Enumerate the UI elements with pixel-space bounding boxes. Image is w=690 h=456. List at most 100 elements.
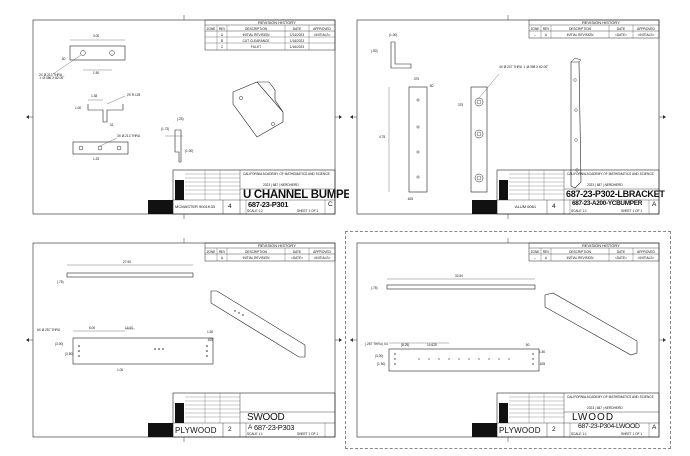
revision-letter: A <box>652 424 657 431</box>
material-label: ALUM 6061 <box>515 204 537 209</box>
scale-label: SCALE 1:1 <box>571 208 587 213</box>
dim-label: .375 <box>413 77 420 81</box>
dim-label: (1.73) <box>161 127 170 131</box>
drawing-title: SWOOD <box>247 412 285 423</box>
dim-label: 4.75 <box>379 135 386 139</box>
rev-table-header: REVISION HISTORY <box>582 20 620 25</box>
scale-label: SCALE 1:2 <box>247 208 263 213</box>
sheet-frame-graphics <box>350 238 666 442</box>
rev-col-rev: REV <box>218 26 226 31</box>
rev-table-header: REVISION HISTORY <box>258 243 296 248</box>
rev-table-row: B CUT CLEARANCE 1/16/2023 <box>220 38 305 43</box>
drawing-title: LWOOD <box>572 412 615 423</box>
sheet-number: 2 <box>552 426 556 433</box>
sheet-frame-graphics <box>26 15 342 219</box>
dim-label: (8.25) <box>401 343 410 347</box>
rev-table-columns: ZONE REV DESCRIPTION DATE APPROVED <box>206 249 331 254</box>
drawing-sheet-lbracket[interactable]: REVISION HISTORY ZONE REV DESCRIPTION DA… <box>349 12 667 222</box>
dim-label: (3.00) <box>55 342 64 346</box>
drawing-title: 687-23-P302-LBRACKET <box>566 189 665 199</box>
dim-callout: 2X R.125 <box>127 93 141 97</box>
dim-callout: 6X Ø.257 THRU <box>37 328 61 332</box>
dim-label: (1.00) <box>389 33 398 37</box>
rev-col-approved: APPROVED <box>313 26 331 31</box>
dim-label: 1.50 <box>539 350 546 354</box>
dim-label: .375 <box>457 103 464 107</box>
rev-col-description: DESCRIPTION <box>245 26 267 31</box>
dim-label: 1.00 <box>117 368 124 372</box>
dim-label: 1.25 <box>93 157 100 161</box>
team-label: 2023 | 687 | NERDHERD <box>587 183 623 187</box>
rev-table-header: REVISION HISTORY <box>258 20 296 25</box>
dim-label: .625 <box>207 338 214 342</box>
school-name: CALIFORNIA ACADEMY OF MATHEMATICS AND SC… <box>243 172 330 176</box>
dim-label: (.25) <box>177 117 184 121</box>
scale-label: SCALE 1:1 <box>571 431 587 436</box>
sheet-number: 4 <box>552 203 556 210</box>
dim-label: 14.00 <box>125 326 133 330</box>
rev-table-row: C FILLET 1/16/2023 <box>220 44 305 49</box>
dim-label: .625 <box>407 197 414 201</box>
dim-label: (.75) <box>57 280 64 284</box>
drawing-number: 687-23-A200-YCBUMPER <box>572 200 643 207</box>
dim-label: 1.50 <box>207 330 214 334</box>
scale-label: SCALE 1:1 <box>247 431 263 436</box>
dim-callout: 3X Ø.213 THRU <box>117 134 141 138</box>
rev-table-row: – A INITIAL REVISION <DATE> <INITIALS> <box>534 255 655 260</box>
dim-label: .50 <box>429 84 434 88</box>
material-label: PLYWOOD <box>499 426 541 435</box>
drawing-number: 687-23-P301 <box>248 200 289 209</box>
sheet-number: 2 <box>228 426 232 433</box>
dim-label: 6.00 <box>89 326 96 330</box>
dim-label: .50 <box>61 57 66 61</box>
revision-letter: A <box>652 201 657 208</box>
dim-label: 1.00 <box>75 106 82 110</box>
dim-callout: 4X Ø.207 THRU ↧ Ø.398 X 82.00° <box>499 65 549 69</box>
rev-table-row: A INITIAL REVISION 1/14/2023 <INITIALS> <box>220 32 331 37</box>
dim-label: (.50) <box>371 49 378 53</box>
dim-label: (1.00) <box>185 149 194 153</box>
dim-label: 27.50 <box>123 260 131 264</box>
school-name: CALIFORNIA ACADEMY OF MATHEMATICS AND SC… <box>567 395 654 399</box>
sheet-number: 4 <box>228 203 232 210</box>
drawing-number: 687-23-P303 <box>254 423 295 432</box>
revision-letter: A <box>248 424 253 431</box>
dim-label: (3.00) <box>375 354 384 358</box>
rev-table-header: REVISION HISTORY <box>582 243 620 248</box>
rev-table-row: – A INITIAL REVISION <DATE> <INITIALS> <box>534 32 655 37</box>
drawing-sheet-u-channel-bumper[interactable]: REVISION HISTORY ZONE REV DESCRIPTION DA… <box>25 12 359 222</box>
rev-table-columns: ZONE REV DESCRIPTION DATE APPROVED <box>530 26 655 31</box>
dim-label: 14.625 <box>427 343 437 347</box>
team-label: 2023 | 687 | NERDHERD <box>263 183 299 187</box>
drawing-sheet-lwood[interactable]: REVISION HISTORY ZONE REV DESCRIPTION DA… <box>345 231 671 449</box>
dim-label: 1.38 <box>91 94 98 98</box>
dim-label: .50 <box>525 343 530 347</box>
revision-letter: C <box>328 201 333 208</box>
rev-col-date: DATE <box>292 26 302 31</box>
drawing-sheet-swood[interactable]: REVISION HISTORY ZONE REV DESCRIPTION DA… <box>25 235 343 445</box>
dim-callout: 2X Ø.213 THRU ↧ Ø.386 X 82.00° <box>39 73 65 81</box>
drawing-title: U CHANNEL BUMPER <box>243 189 359 201</box>
sheet-count: SHEET 1 OF 1 <box>297 431 319 436</box>
sheet-frame-graphics <box>350 15 666 219</box>
sheet-frame-graphics <box>26 238 342 442</box>
dim-label: 32.50 <box>455 274 463 278</box>
dim-label: 3.00 <box>93 34 100 38</box>
team-label: 2023 | 687 | NERDHERD <box>587 406 623 410</box>
school-name: CALIFORNIA ACADEMY OF MATHEMATICS AND SC… <box>567 172 654 176</box>
material-label: PLYWOOD <box>175 426 217 435</box>
dim-callout: (.257 THRU) X4 <box>365 342 388 346</box>
dim-label: (.75) <box>371 286 378 290</box>
rev-table-row: A INITIAL REVISION <DATE> <INITIALS> <box>220 255 331 260</box>
drawing-number: 687-23-P304-LWOOD <box>578 423 640 430</box>
sheet-count: SHEET 1 OF 1 <box>297 208 319 213</box>
sheet-count: SHEET 1 OF 1 <box>621 431 643 436</box>
dim-label: .625 <box>539 362 546 366</box>
rev-table-columns: ZONE REV DESCRIPTION DATE APPROVED <box>530 249 655 254</box>
sheet-count: SHEET 1 OF 1 <box>621 208 643 213</box>
rev-table-columns: ZONE REV DESCRIPTION DATE APPROVED <box>205 27 335 31</box>
dim-label: (3.50) <box>65 352 74 356</box>
dim-label: 1.50 <box>93 71 100 75</box>
dim-label: .31 <box>109 123 114 127</box>
material-label: MCMASTER 9001K33 <box>175 204 216 209</box>
